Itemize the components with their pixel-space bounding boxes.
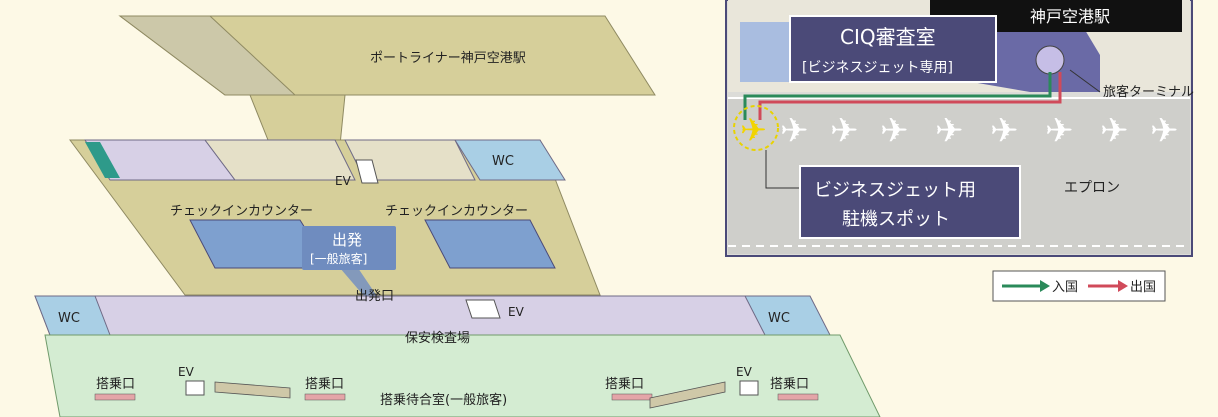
wc-label-right: WC — [768, 311, 790, 326]
escalator-right — [649, 381, 726, 409]
gate-mark-2 — [304, 393, 346, 401]
waiting-room-label: 搭乗待合室(一般旅客) — [380, 392, 507, 408]
ev-label-bl: EV — [178, 365, 195, 379]
ev-label-top: EV — [335, 174, 352, 188]
hall-back-room-mid — [204, 139, 356, 181]
spot-leader — [765, 150, 800, 189]
route-legend: 入国 出国 — [992, 270, 1166, 302]
spot-line1: ビジネスジェット用 — [814, 180, 976, 201]
inset-station-label: 神戸空港駅 — [1030, 7, 1110, 26]
apron-label: エプロン — [1064, 180, 1120, 196]
checkin-counter-right — [424, 219, 556, 269]
departure-sub: [一般旅客] — [310, 251, 367, 266]
ev-box-mid — [465, 299, 501, 319]
aircraft-icon: ✈ — [1150, 111, 1179, 151]
bizjet-aircraft-icon: ✈ — [740, 111, 767, 149]
bizjet-spot-ring — [733, 105, 779, 151]
wc-label-top: WC — [492, 154, 514, 169]
aircraft-icon: ✈ — [880, 111, 909, 151]
aircraft-icon: ✈ — [990, 111, 1019, 151]
gate-label-3: 搭乗口 — [605, 376, 644, 392]
exit-route — [758, 72, 1062, 120]
ev-box-bottom-left — [185, 380, 205, 396]
legend-entry-arrowhead — [1040, 280, 1050, 292]
connector-corridor — [249, 94, 346, 146]
aircraft-icon: ✈ — [935, 111, 964, 151]
gate-row-back — [34, 295, 801, 336]
terminal-label: 旅客ターミナル — [1103, 84, 1194, 100]
ciq-sub: [ビジネスジェット専用] — [802, 60, 953, 76]
gate-mark-1 — [94, 393, 136, 401]
ciq-box — [789, 15, 997, 83]
aircraft-icon: ✈ — [780, 111, 809, 151]
inset-map: ✈ ✈ ✈ ✈ ✈ ✈ ✈ ✈ ✈ 神戸空港駅 CIQ審査室 [ビジネスジェット… — [725, 0, 1194, 257]
gate-label-2: 搭乗口 — [305, 376, 344, 392]
terminal-leader — [1069, 69, 1101, 93]
checkin-right-label: チェックインカウンター — [385, 204, 528, 219]
aircraft-icon: ✈ — [830, 111, 859, 151]
ciq-circle — [1035, 45, 1065, 75]
legend-entry-label: 入国 — [1052, 280, 1078, 295]
hall-wc-room — [454, 139, 566, 181]
gate-mark-4 — [777, 393, 819, 401]
green-strip — [85, 142, 120, 178]
departure-title: 出発 — [332, 231, 362, 249]
spot-line2: 駐機スポット — [842, 209, 950, 230]
station-label: ポートライナー神戸空港駅 — [370, 51, 526, 66]
gate-label-4: 搭乗口 — [770, 376, 809, 392]
ev-label-br: EV — [736, 365, 753, 379]
departure-gate-label: 出発口 — [355, 289, 394, 304]
ev-box-bottom-right — [739, 380, 759, 396]
parked-aircraft: ✈ ✈ ✈ ✈ ✈ ✈ ✈ ✈ — [780, 111, 1179, 151]
gate-mark-3 — [611, 393, 653, 401]
ciq-title: CIQ審査室 — [840, 25, 936, 49]
legend-exit-label: 出国 — [1130, 280, 1156, 295]
gate-label-1: 搭乗口 — [96, 376, 135, 392]
aircraft-icon: ✈ — [1100, 111, 1129, 151]
legend-exit-arrowhead — [1118, 280, 1128, 292]
ev-label-mid: EV — [508, 305, 525, 319]
ev-box-top — [355, 159, 379, 184]
aircraft-icon: ✈ — [1045, 111, 1074, 151]
spot-box — [799, 165, 1021, 239]
checkin-left-label: チェックインカウンター — [170, 204, 313, 219]
security-label: 保安検査場 — [405, 331, 470, 346]
escalator-left — [214, 381, 291, 399]
departure-badge — [302, 226, 396, 270]
wc-label-left: WC — [58, 311, 80, 326]
